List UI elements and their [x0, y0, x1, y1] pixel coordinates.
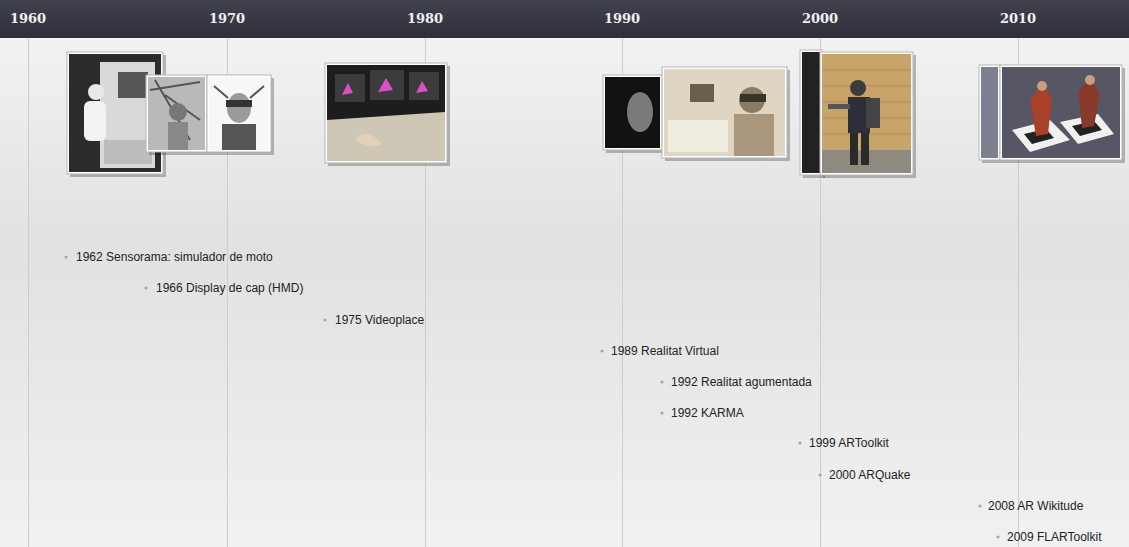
photo-image: [981, 67, 998, 158]
event-label: 2008 AR Wikitude: [988, 499, 1083, 513]
year-band: 1960 1970 1980 1990 2000 2010: [0, 0, 1129, 38]
bullet: [660, 411, 663, 414]
photo-artoolkit: [1000, 65, 1125, 163]
machine-hood: [118, 72, 148, 98]
figure: [1030, 84, 1052, 136]
photo-frame: [146, 75, 207, 152]
event-label: 2009 FLARToolkit: [1007, 530, 1102, 544]
screen-figures: [342, 78, 428, 95]
photo-frame: [800, 50, 822, 175]
head: [739, 87, 765, 113]
bullet: [978, 504, 981, 507]
photo-shadow: [823, 55, 916, 178]
photo-shadow: [606, 78, 665, 153]
photo-shadow: [149, 78, 210, 155]
bullet: [144, 286, 147, 289]
brick-wall: [822, 54, 911, 173]
hmd-visor: [740, 94, 766, 102]
event-label: 1975 Videoplace: [335, 313, 424, 327]
bullet: [600, 349, 603, 352]
photo-image: [802, 52, 820, 173]
photo-frame: [820, 52, 913, 175]
photo-frame: [1000, 65, 1122, 160]
year-label: 1980: [407, 11, 443, 27]
bullet: [64, 255, 67, 258]
photo-hmd-apparatus: [146, 75, 210, 155]
photo-face: [603, 75, 665, 153]
photo-videoplace: [325, 63, 450, 166]
face: [627, 92, 653, 132]
device: [690, 84, 714, 102]
figure-head: [1085, 75, 1095, 85]
bullet: [818, 473, 821, 476]
photo-shadow: [665, 70, 790, 161]
apparatus-head: [169, 103, 187, 121]
event-bullets: [64, 255, 999, 538]
event-label: 1966 Display de cap (HMD): [156, 281, 303, 295]
year-label: 1970: [209, 11, 245, 27]
apparatus-body: [168, 122, 188, 150]
photo-image: [664, 69, 785, 156]
photo-hmd-lab: [662, 67, 790, 161]
photo-image: [209, 77, 269, 150]
photo-frame: [603, 75, 662, 150]
event-label: 1992 KARMA: [671, 406, 744, 420]
person-head: [88, 84, 104, 100]
bullet: [996, 535, 999, 538]
hand: [355, 134, 383, 147]
photo-image: [148, 77, 205, 150]
photo-arquake: [820, 52, 916, 178]
photo-frame: [325, 63, 447, 163]
photo-shadow: [210, 78, 274, 155]
machine-base: [104, 140, 152, 164]
photo-image: [605, 77, 660, 148]
leg: [850, 133, 858, 165]
desk: [668, 120, 728, 152]
photo-hmd-man: [207, 75, 274, 155]
bullet: [323, 318, 326, 321]
shoulders: [222, 124, 256, 150]
hmd-visor: [226, 100, 252, 107]
grid-lines: [29, 38, 1019, 547]
figure-head: [1037, 81, 1047, 91]
event-label: 2000 ARQuake: [829, 468, 910, 482]
photo-frame: [207, 75, 271, 152]
head: [227, 93, 251, 123]
bullet: [798, 441, 801, 444]
head: [850, 80, 866, 96]
year-label: 2010: [1000, 11, 1036, 27]
photo-edge: [979, 65, 1003, 163]
brick-lines: [822, 70, 911, 134]
photo-image: [1002, 67, 1120, 158]
photo-frame: [662, 67, 787, 158]
body: [734, 114, 774, 156]
person-body: [84, 101, 106, 141]
grid-line: [28, 38, 29, 547]
gun-device: [828, 104, 850, 109]
year-label: 1960: [10, 11, 46, 27]
backpack: [866, 98, 880, 128]
photo-image: [327, 65, 445, 161]
year-label: 1990: [604, 11, 640, 27]
photo-shadow: [328, 66, 450, 166]
photo-frame: [979, 65, 1000, 160]
figure: [1078, 78, 1100, 128]
leg: [861, 133, 869, 165]
event-label: 1992 Realitat agumentada: [671, 375, 812, 389]
photo-shadow: [1003, 68, 1125, 163]
event-label: 1962 Sensorama: simulador de moto: [76, 250, 273, 264]
year-label: 2000: [802, 11, 838, 27]
event-label: 1989 Realitat Virtual: [611, 344, 719, 358]
bullet: [660, 380, 663, 383]
desk: [327, 112, 445, 161]
event-label: 1999 ARToolkit: [809, 436, 889, 450]
